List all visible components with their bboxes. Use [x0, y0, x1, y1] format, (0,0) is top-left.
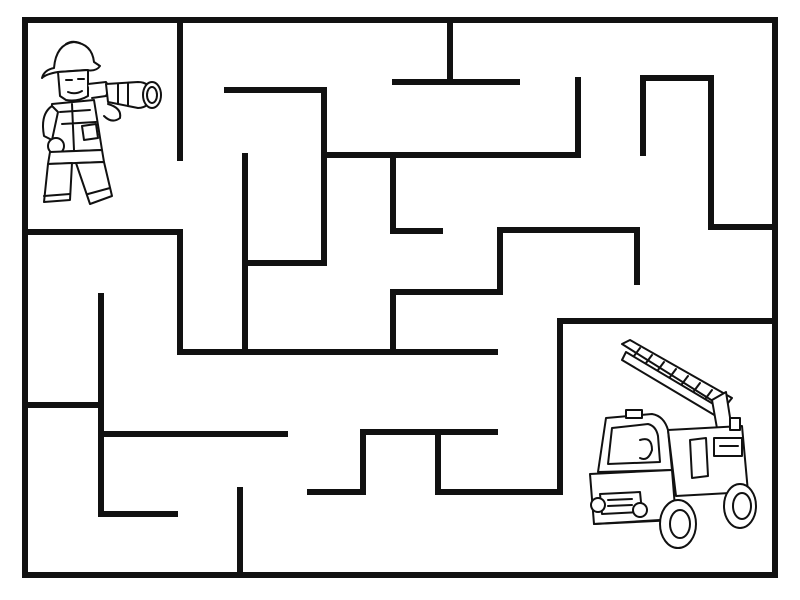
- maze-wall: [307, 429, 441, 495]
- maze-wall: [435, 318, 776, 495]
- maze-wall: [390, 227, 640, 355]
- maze-wall: [640, 75, 776, 230]
- maze-outer-wall: [22, 17, 778, 578]
- maze-wall: [390, 152, 443, 234]
- maze-wall: [224, 87, 327, 266]
- maze-wall: [98, 293, 178, 517]
- firefighter-icon: [41, 40, 162, 205]
- maze-walls: [24, 19, 776, 576]
- maze-wall: [321, 77, 581, 158]
- fire-truck-icon: [589, 339, 757, 549]
- maze-wall: [24, 229, 498, 355]
